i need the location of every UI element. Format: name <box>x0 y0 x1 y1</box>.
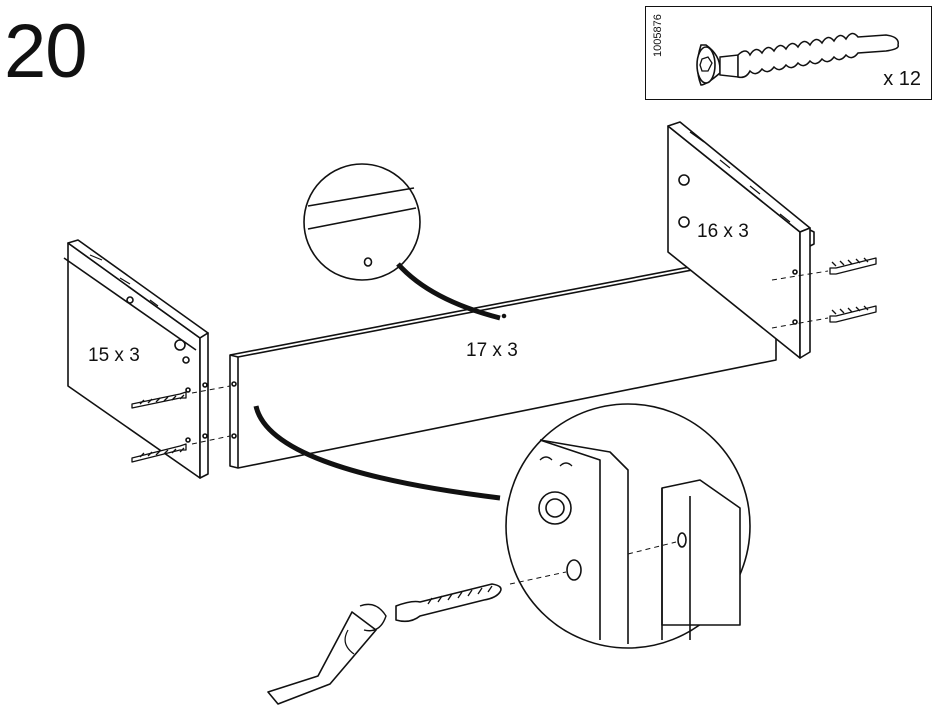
screw-into-cam-detail <box>253 403 751 649</box>
part-quantity: x 12 <box>883 68 921 90</box>
hex-key-icon <box>267 603 387 705</box>
right-panel-label: 16 x 3 <box>697 221 749 242</box>
front-rail-label: 17 x 3 <box>466 340 518 361</box>
left-panel-label: 15 x 3 <box>88 345 140 366</box>
pilot-hole-detail <box>303 163 501 321</box>
left-side-panel <box>63 239 209 479</box>
right-screws <box>771 257 877 329</box>
left-screws <box>131 385 231 463</box>
front-rail-panel <box>229 251 777 469</box>
step-number: 20 <box>4 9 88 94</box>
long-screw-icon <box>696 32 899 86</box>
right-side-panel <box>667 121 815 359</box>
parts-callout: 1005876 x 12 <box>645 6 932 100</box>
